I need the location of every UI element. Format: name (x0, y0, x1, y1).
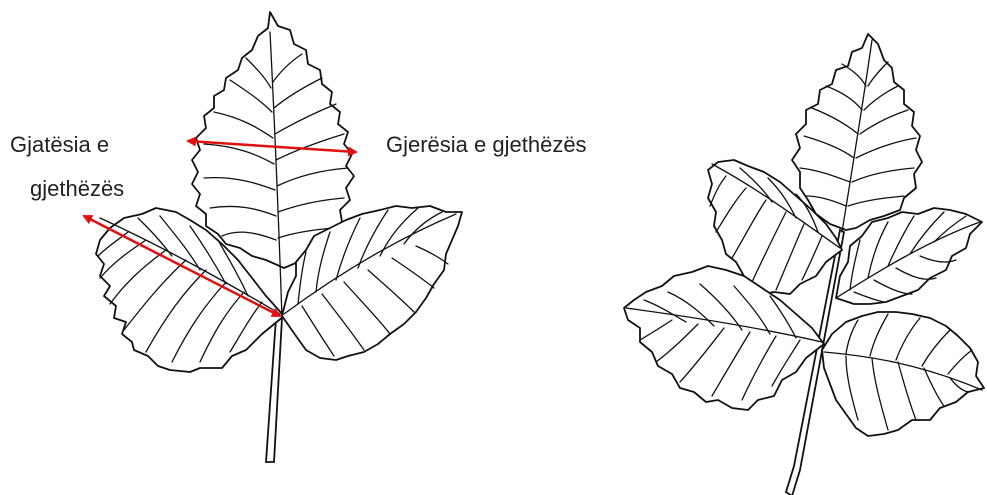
leaf-length-label-line2: gjethëzës (30, 172, 124, 205)
left-compound-leaf (96, 12, 462, 462)
right-leaf-top-leaflet (792, 34, 922, 230)
right-leaf-lower-right-leaflet (822, 312, 984, 436)
leaf-width-label: Gjerësia e gjethëzës (386, 128, 587, 161)
leaf-length-label-line1: Gjatësia e (10, 128, 109, 161)
left-leaf-stem (266, 318, 282, 462)
right-compound-leaf (624, 34, 984, 495)
